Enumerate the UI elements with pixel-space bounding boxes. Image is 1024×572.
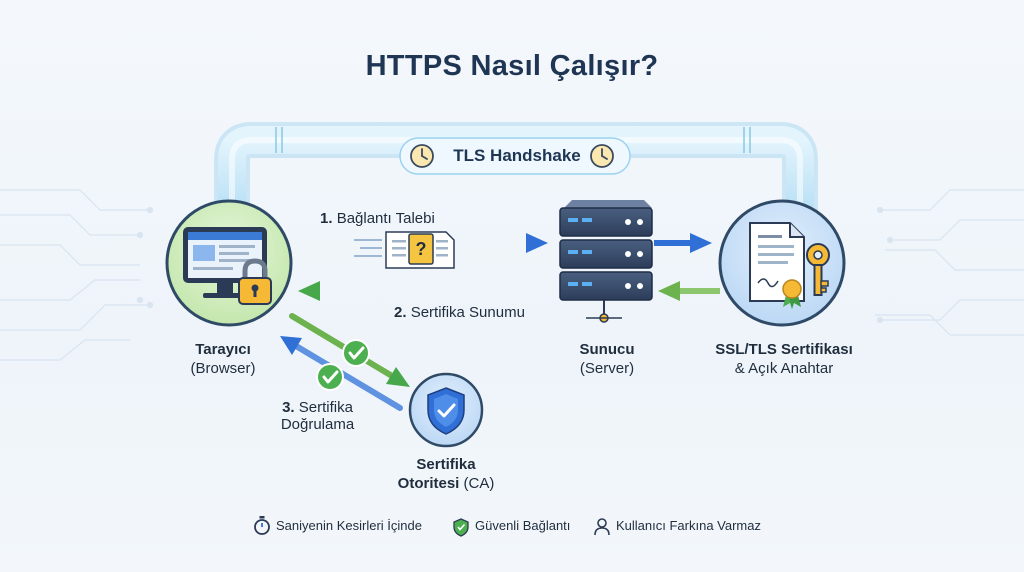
step1-text: Bağlantı Talebi bbox=[336, 210, 435, 227]
step2-text: Sertifika Sunumu bbox=[410, 304, 525, 321]
ca-verification-arrow-blue bbox=[280, 336, 403, 411]
browser-node bbox=[165, 199, 293, 327]
browser-name: Tarayıcı bbox=[195, 341, 251, 358]
step1-label: 1. Bağlantı Talebi bbox=[320, 210, 435, 227]
tls-handshake-label: TLS Handshake bbox=[453, 146, 581, 165]
shield-check-icon bbox=[453, 518, 469, 537]
clock-icon bbox=[410, 144, 434, 168]
step3-label: 3. Sertifika Doğrulama bbox=[270, 399, 365, 433]
shield-icon bbox=[427, 387, 465, 435]
certificate-label: SSL/TLS Sertifikası & Açık Anahtar bbox=[694, 340, 874, 378]
step3-number: 3. bbox=[282, 399, 295, 416]
svg-text:?: ? bbox=[416, 239, 427, 259]
step1-number: 1. bbox=[320, 210, 333, 227]
ca-name-line2-rest: (CA) bbox=[459, 475, 495, 492]
padlock-icon bbox=[238, 258, 272, 305]
ca-label: Sertifika Otoritesi (CA) bbox=[376, 455, 516, 493]
cert-to-server-arrow bbox=[658, 281, 720, 301]
ca-name-line1: Sertifika bbox=[416, 456, 476, 473]
server-icon bbox=[559, 200, 653, 323]
check-icon bbox=[342, 339, 370, 367]
circuit-lines-right bbox=[875, 189, 1024, 336]
ca-name-line2-bold: Otoritesi bbox=[397, 475, 460, 492]
ca-verification-arrow-green bbox=[289, 313, 410, 387]
footer-item-user: Kullanıcı Farkına Varmaz bbox=[616, 518, 761, 533]
step3-text-line2: Doğrulama bbox=[280, 416, 355, 433]
circuit-lines-left bbox=[0, 189, 154, 361]
seal-icon bbox=[782, 279, 802, 309]
server-to-cert-arrow bbox=[654, 233, 712, 253]
footer-item-secure: Güvenli Bağlantı bbox=[475, 518, 571, 533]
step2-number: 2. bbox=[394, 304, 407, 321]
certificate-node bbox=[718, 199, 846, 327]
clock-icon bbox=[590, 144, 614, 168]
check-icon bbox=[316, 363, 344, 391]
certificate-presentation-arrow bbox=[298, 281, 552, 301]
server-label: Sunucu (Server) bbox=[552, 340, 662, 378]
step3-text-line1: Sertifika bbox=[298, 399, 353, 416]
stopwatch-icon bbox=[254, 516, 270, 535]
browser-label: Tarayıcı (Browser) bbox=[168, 340, 278, 378]
server-name: Sunucu bbox=[579, 341, 635, 358]
certificate-name: SSL/TLS Sertifikası bbox=[715, 341, 853, 358]
step2-label: 2. Sertifika Sunumu bbox=[394, 304, 525, 321]
browser-sub: (Browser) bbox=[190, 360, 256, 377]
user-icon bbox=[594, 518, 610, 536]
page-title: HTTPS Nasıl Çalışır? bbox=[365, 50, 659, 82]
request-packet-icon: ? bbox=[354, 231, 455, 269]
certificate-sub: & Açık Anahtar bbox=[734, 360, 834, 377]
ca-node bbox=[408, 372, 484, 448]
footer-item-speed: Saniyenin Kesirleri İçinde bbox=[276, 518, 422, 533]
key-icon bbox=[806, 243, 830, 296]
server-sub: (Server) bbox=[579, 360, 635, 377]
tls-handshake-tube bbox=[214, 122, 818, 283]
